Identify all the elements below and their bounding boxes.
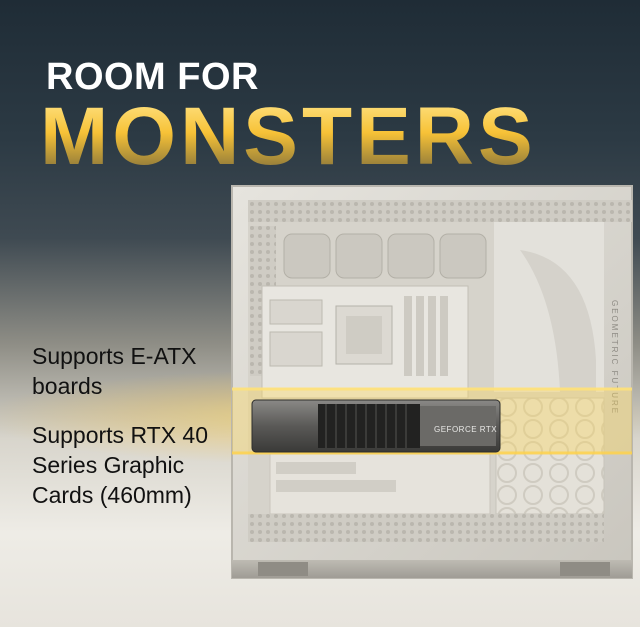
bottom-vent (248, 514, 604, 542)
case-foot-left (258, 562, 308, 576)
case-foot-right (560, 562, 610, 576)
top-fans (283, 233, 487, 279)
feature-eatx-support: Supports E-ATX boards (32, 343, 197, 399)
graphics-card: GEFORCE RTX (251, 399, 501, 453)
gpu-label: GEFORCE RTX (434, 425, 497, 434)
case-brand-text: GEOMETRIC FUTURE (610, 300, 619, 415)
feature-gpu-support: Supports RTX 40 Series Graphic Cards (46… (32, 422, 209, 508)
top-vent (248, 200, 632, 222)
headline-room-for: ROOM FOR (46, 56, 259, 98)
case-base (232, 560, 632, 578)
motherboard (261, 285, 469, 399)
ram-slot (404, 296, 412, 376)
headline-monsters: MONSTERS (40, 91, 537, 182)
gpu-heatsink-fins (318, 404, 420, 448)
psu-shroud-mesh (495, 397, 605, 515)
